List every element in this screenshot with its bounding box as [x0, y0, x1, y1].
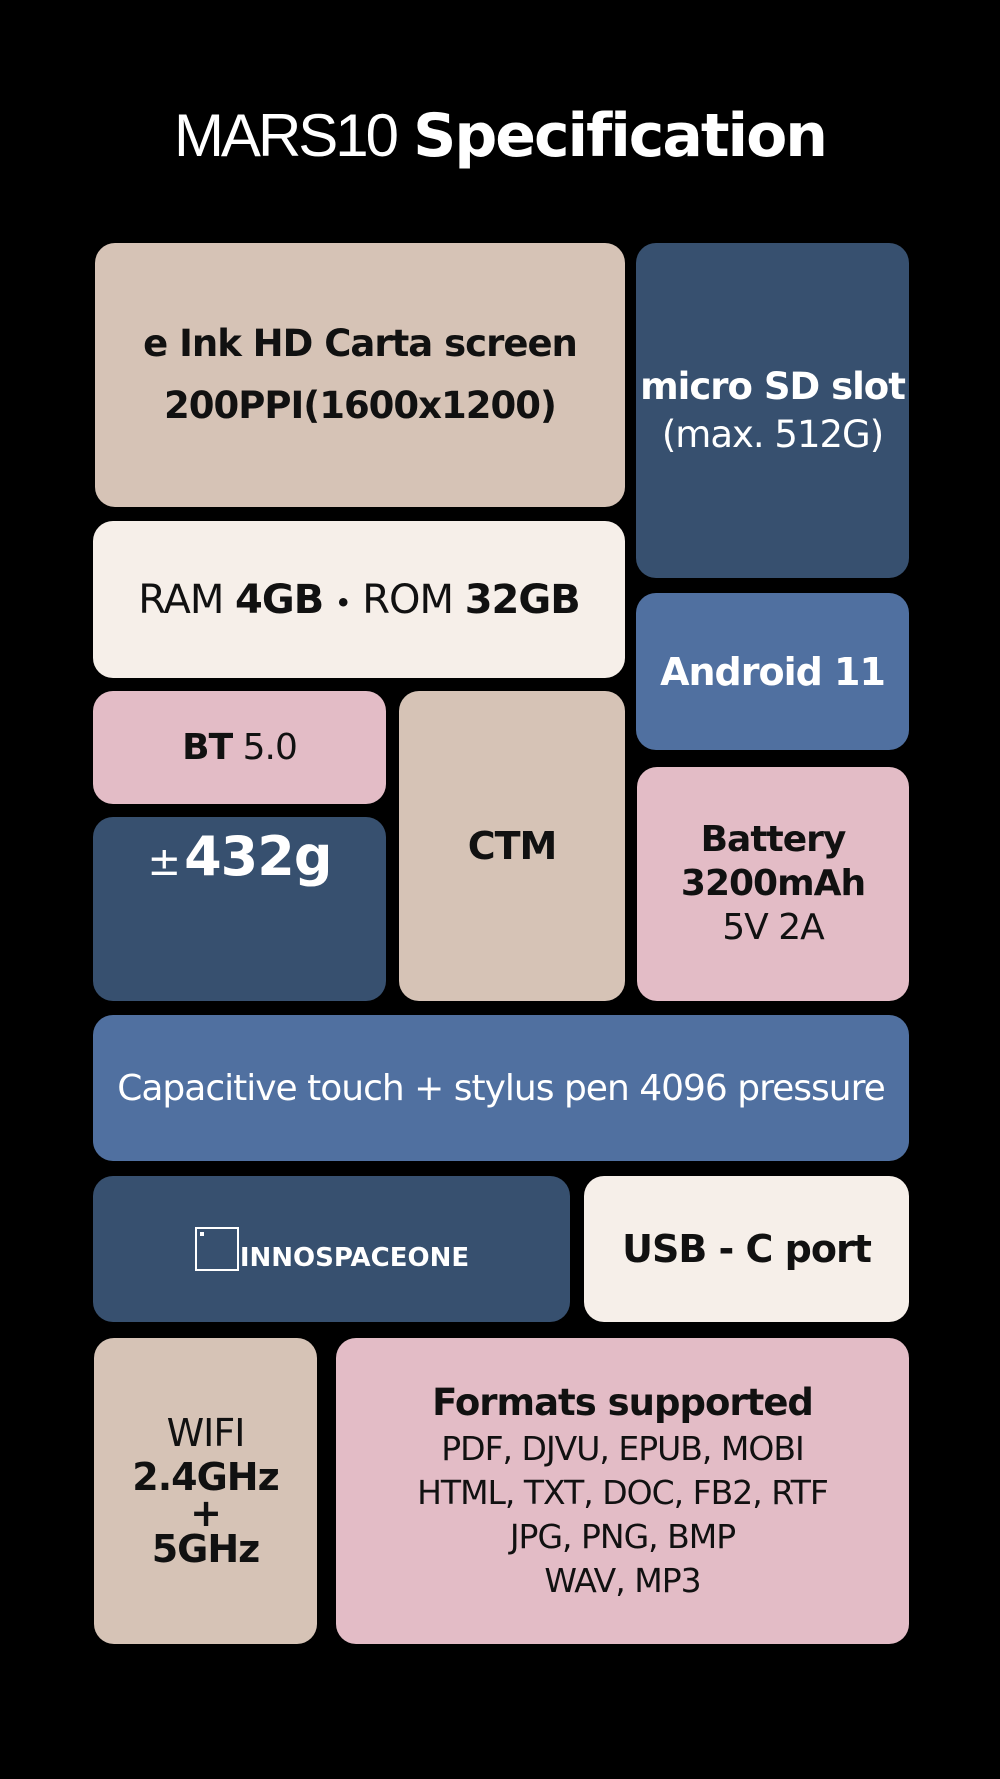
android-tile: Android 11 — [636, 593, 909, 750]
wifi-tile: WIFI 2.4GHz + 5GHz — [94, 1338, 317, 1644]
brand-logo-text: INNOSPACEONE — [239, 1243, 470, 1273]
usb-tile: USB - C port — [584, 1176, 909, 1322]
wifi-plus: + — [190, 1491, 222, 1535]
screen-spec-tile: e Ink HD Carta screen 200PPI(1600x1200) — [95, 243, 625, 507]
android-label: Android 11 — [660, 649, 886, 694]
formats-line-images: JPG, PNG, BMP — [509, 1517, 736, 1556]
touch-tile: Capacitive touch + stylus pen 4096 press… — [93, 1015, 909, 1161]
rom-value: 32GB — [464, 576, 581, 623]
memory-separator: ・ — [323, 580, 363, 627]
page-title: MARS10 Specification — [0, 98, 1000, 174]
formats-heading: Formats supported — [432, 1381, 814, 1424]
weight-tile: ± 432g — [93, 817, 386, 1001]
model-name: MARS10 — [173, 102, 399, 169]
battery-charging: 5V 2A — [722, 907, 825, 948]
sd-slot-line2: (max. 512G) — [661, 412, 884, 456]
usb-label: USB - C port — [622, 1227, 872, 1271]
ram-label: RAM — [138, 576, 224, 623]
touch-label: Capacitive touch + stylus pen 4096 press… — [117, 1067, 886, 1109]
weight-prefix: ± — [147, 839, 182, 885]
title-word: Specification — [413, 101, 828, 171]
wifi-label: WIFI — [166, 1411, 246, 1455]
rom-label: ROM — [362, 576, 454, 623]
wifi-band-2: 5GHz — [151, 1527, 261, 1571]
ctm-tile: CTM — [399, 691, 625, 1001]
memory-tile: RAM 4GB・ROM 32GB — [93, 521, 625, 678]
battery-capacity: 3200mAh — [680, 863, 866, 904]
wifi-band-1: 2.4GHz — [132, 1455, 279, 1499]
battery-line1: Battery — [700, 819, 847, 860]
brand-tile: INNOSPACEONE — [93, 1176, 570, 1322]
screen-spec-line1: e Ink HD Carta screen — [143, 322, 578, 365]
sd-slot-line1: micro SD slot — [640, 364, 906, 408]
formats-line-documents: PDF, DJVU, EPUB, MOBI — [441, 1429, 804, 1468]
bluetooth-version: 5.0 — [242, 727, 298, 768]
bluetooth-label: BT — [182, 727, 233, 768]
formats-tile: Formats supported PDF, DJVU, EPUB, MOBI … — [336, 1338, 909, 1644]
battery-tile: Battery 3200mAh 5V 2A — [637, 767, 909, 1001]
ram-value: 4GB — [235, 576, 324, 623]
screen-spec-line2: 200PPI(1600x1200) — [164, 384, 557, 427]
formats-line-audio: WAV, MP3 — [544, 1561, 701, 1600]
weight-value: 432g — [184, 825, 332, 888]
bluetooth-tile: BT 5.0 — [93, 691, 386, 804]
square-frame-logo-icon — [194, 1226, 240, 1272]
formats-line-text: HTML, TXT, DOC, FB2, RTF — [417, 1473, 829, 1512]
sd-slot-tile: micro SD slot (max. 512G) — [636, 243, 909, 578]
ctm-label: CTM — [467, 824, 558, 868]
